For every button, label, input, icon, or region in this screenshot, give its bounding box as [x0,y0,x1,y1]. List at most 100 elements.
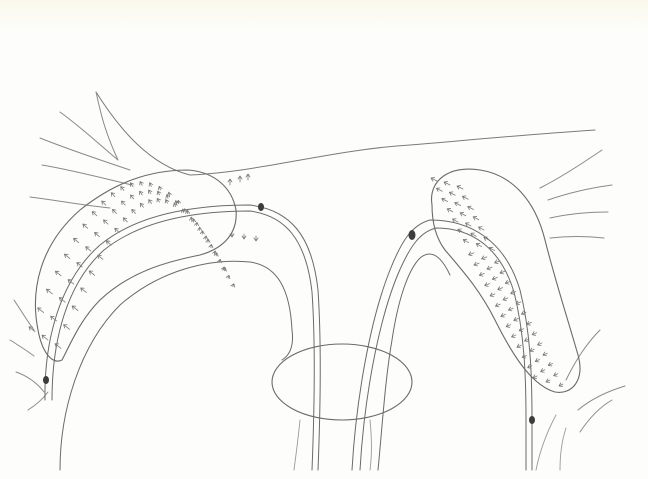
arrow-mark [38,308,44,313]
arrow-mark [64,325,70,330]
arrow-mark [195,222,199,225]
arrow-mark [140,203,143,207]
arrow-mark [149,183,153,187]
arrow-mark [559,383,563,387]
arrow-mark [498,287,503,291]
arrow-mark [200,231,204,234]
arrow-mark [474,262,479,266]
arrow-mark [516,301,521,305]
arrow-mark [157,191,161,195]
arrow-mark [226,275,230,278]
arrow-mark [479,272,484,276]
arrow-mark [74,238,79,242]
arrow-mark [86,247,91,251]
arrow-mark [92,212,97,216]
arrow-mark [106,241,111,245]
arrow-mark [192,219,196,222]
left-strands [30,92,132,208]
arrow-mark [121,187,124,191]
arrow-mark [112,209,116,213]
left-loop-tube [45,205,320,470]
left-inner-arch [60,261,293,470]
arrow-mark [442,198,448,202]
upper-arc [96,92,595,175]
arrow-mark [42,335,48,340]
arrow-mark [490,293,495,297]
arrow-mark [89,271,94,275]
right-strands [540,150,625,432]
arrow-mark [246,174,250,180]
right-inner-arch [378,254,450,470]
arrow-mark [165,200,169,204]
arrow-mark [463,239,468,242]
arrow-mark [489,247,494,250]
arrow-mark [506,324,511,328]
arrow-mark [231,284,235,287]
arrow-mark [527,321,532,325]
arrow-mark [478,227,484,231]
arrow-mark [55,271,61,276]
arrow-mark [444,182,450,186]
arrow-mark [102,201,106,205]
arrow-mark [487,266,492,270]
arrow-mark [452,219,458,223]
arrow-mark [177,200,181,203]
arrow-mark [465,223,471,227]
arrow-mark [548,362,552,366]
arrow-mark [68,280,74,285]
arrow-mark [462,196,468,200]
arrow-mark [206,239,210,242]
arrow-mark [546,379,550,383]
arrow-mark [455,202,461,206]
left-lower-strands [10,300,48,410]
arrow-mark [157,198,160,202]
arrow-mark [209,244,213,247]
arrow-mark [64,254,69,258]
arrow-mark [468,206,474,210]
arrow-mark [492,276,497,280]
right-loop-arrow-field [431,178,563,387]
arrow-mark [140,182,143,186]
arrow-mark [198,227,202,230]
arrow-mark [457,186,463,190]
arrow-mark [132,209,136,213]
arrow-mark [46,289,52,294]
arrow-mark [168,192,172,196]
arrow-mark [111,193,115,197]
arrow-mark [72,306,78,311]
arrow-mark [554,373,558,377]
arrow-mark [541,369,545,373]
arrow-mark [115,228,120,232]
lower-crossing-strands [294,415,566,470]
arrow-mark [228,179,232,185]
arrow-mark [460,212,466,216]
arrow-mark [149,200,152,204]
arrow-mark [533,375,537,379]
arrow-mark [431,178,437,182]
arrow-mark [254,236,258,241]
central-ellipse [272,344,412,420]
arrow-mark [535,358,539,362]
arrow-mark [204,236,208,239]
arrow-mark [123,218,127,222]
arrow-mark [512,334,516,338]
arrow-mark [500,270,505,274]
left-loop-marks [43,203,264,384]
arrow-mark [140,191,143,195]
arrow-mark [81,288,87,293]
arrow-mark [95,232,100,236]
arrow-mark [543,352,547,356]
right-loop-outline [432,169,580,392]
arrow-mark [230,232,234,237]
arrow-mark [503,297,508,301]
arrow-mark [158,186,162,190]
arrow-mark [514,317,519,321]
arrow-mark [121,201,125,205]
arrow-mark [447,208,453,212]
arrow-mark [436,188,442,192]
arrow-mark [501,313,506,317]
arrow-mark [530,348,534,352]
arrow-mark [148,190,151,194]
